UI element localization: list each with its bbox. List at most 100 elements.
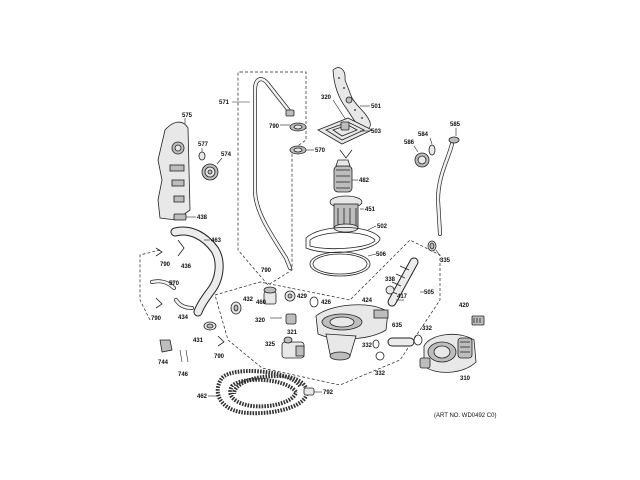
bearing-570-upper[interactable] xyxy=(289,145,307,155)
leader-335 xyxy=(435,249,441,257)
label-503: 503 xyxy=(371,129,382,135)
label-501: 501 xyxy=(371,104,382,110)
connector-420[interactable] xyxy=(471,315,485,326)
filter-cap-482[interactable] xyxy=(333,159,353,193)
ring-426[interactable] xyxy=(309,296,319,308)
label-320b: 320 xyxy=(255,318,266,324)
label-585: 585 xyxy=(450,122,461,128)
fitting-432[interactable] xyxy=(230,301,242,315)
sump-assembly-outline xyxy=(214,239,441,386)
leader-584 xyxy=(429,137,433,145)
clamp-332-c[interactable] xyxy=(375,351,385,361)
filter-clip[interactable] xyxy=(339,149,353,159)
label-431: 431 xyxy=(193,338,204,344)
screw-746[interactable] xyxy=(179,349,189,363)
filter-frame-502[interactable] xyxy=(305,227,381,253)
sump-gasket-506[interactable] xyxy=(309,251,371,277)
label-482: 482 xyxy=(359,178,370,184)
label-434: 434 xyxy=(178,315,189,321)
label-635: 635 xyxy=(392,323,403,329)
upper-water-tube[interactable] xyxy=(253,77,292,270)
label-310: 310 xyxy=(460,376,471,382)
label-332a: 332 xyxy=(422,326,433,332)
bearing-ring-790[interactable] xyxy=(289,122,307,132)
fitting-744[interactable] xyxy=(159,339,173,353)
label-790a: 790 xyxy=(269,124,280,130)
label-463: 463 xyxy=(211,238,222,244)
sump-424[interactable] xyxy=(315,304,389,361)
ring-584[interactable] xyxy=(428,144,436,156)
label-746: 746 xyxy=(178,372,189,378)
label-584: 584 xyxy=(418,132,429,138)
clip-790-left[interactable] xyxy=(155,247,163,257)
gear-586[interactable] xyxy=(414,152,430,168)
label-426: 426 xyxy=(321,300,332,306)
label-432: 432 xyxy=(243,297,254,303)
drain-tube-417[interactable] xyxy=(387,257,419,307)
leader-502 xyxy=(367,225,377,231)
clip-790-d[interactable] xyxy=(155,297,163,309)
connector-335[interactable] xyxy=(427,240,437,252)
art-number: (ART NO. WD0492 C0) xyxy=(434,413,496,419)
leader-574 xyxy=(216,157,223,165)
clip-436[interactable] xyxy=(177,239,185,257)
label-332c: 332 xyxy=(375,371,386,377)
label-420: 420 xyxy=(459,303,470,309)
upper-spray-assembly-outline xyxy=(237,71,307,286)
label-571: 571 xyxy=(219,100,230,106)
label-462: 462 xyxy=(197,394,208,400)
label-570a: 570 xyxy=(315,148,326,154)
spray-arm-manifold[interactable] xyxy=(317,117,373,145)
label-575: 575 xyxy=(182,113,193,119)
leader-506 xyxy=(367,253,377,257)
label-790d: 790 xyxy=(151,316,162,322)
label-438: 438 xyxy=(197,215,208,221)
grommet-577[interactable] xyxy=(198,151,206,161)
hose-463[interactable] xyxy=(170,226,224,317)
right-water-tube[interactable] xyxy=(435,136,460,236)
part-labels: 571 790 320 501 503 570 575 577 574 586 … xyxy=(151,95,496,419)
label-417: 417 xyxy=(397,294,408,300)
label-320a: 320 xyxy=(321,95,332,101)
label-744: 744 xyxy=(158,360,169,366)
label-451: 451 xyxy=(365,207,376,213)
label-570b: 570 xyxy=(169,281,180,287)
leader-586 xyxy=(413,145,419,153)
clamp-431[interactable] xyxy=(203,321,217,331)
hose-570-lower[interactable] xyxy=(150,279,176,290)
label-325: 325 xyxy=(265,342,276,348)
tube-clip[interactable] xyxy=(285,109,295,117)
clip-790-e[interactable] xyxy=(217,335,225,347)
elbow-434[interactable] xyxy=(174,298,194,310)
pump-motor-310[interactable] xyxy=(419,333,477,373)
valve-460[interactable] xyxy=(263,286,277,305)
clamp-332-a[interactable] xyxy=(413,334,423,346)
label-790e: 790 xyxy=(214,354,225,360)
filter-wheel-574[interactable] xyxy=(201,163,219,181)
drain-hose-462[interactable] xyxy=(215,369,309,416)
label-505: 505 xyxy=(424,290,435,296)
label-586: 586 xyxy=(404,140,415,146)
pivot-321[interactable] xyxy=(285,313,297,325)
label-460: 460 xyxy=(256,300,267,306)
connector-438[interactable] xyxy=(173,213,196,221)
clamp-332-b[interactable] xyxy=(372,339,380,349)
pump-325[interactable] xyxy=(281,336,305,359)
label-790b: 790 xyxy=(160,262,171,268)
left-hose-outline xyxy=(139,249,161,321)
label-574: 574 xyxy=(221,152,232,158)
rear-duct-shroud[interactable] xyxy=(157,121,191,221)
label-506: 506 xyxy=(376,252,387,258)
label-577: 577 xyxy=(198,142,209,148)
fine-filter-451[interactable] xyxy=(329,195,363,233)
grommet-338[interactable] xyxy=(385,285,395,295)
label-502: 502 xyxy=(377,224,388,230)
elbow-429[interactable] xyxy=(284,290,296,302)
upper-spray-arm[interactable] xyxy=(332,67,371,130)
label-436: 436 xyxy=(181,264,192,270)
label-332b: 332 xyxy=(362,343,373,349)
fitting-792[interactable] xyxy=(303,387,322,396)
label-338: 338 xyxy=(385,277,396,283)
label-424: 424 xyxy=(362,298,373,304)
